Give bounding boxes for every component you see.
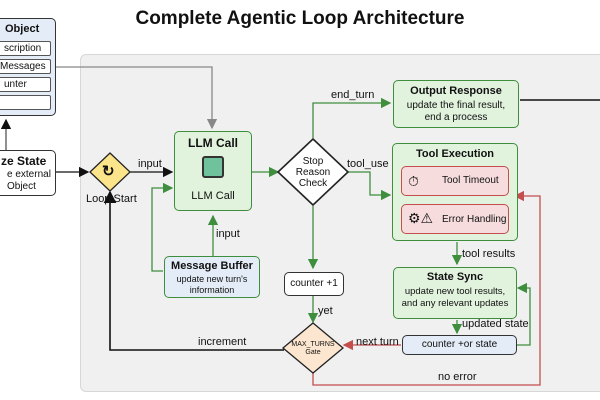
loop-start-diamond [89,152,131,192]
loop-icon: ↻ [102,163,115,180]
chip-icon [202,156,224,178]
edge-label-next-turn: next turn [356,336,399,348]
output-response-box: Output Response update the final result,… [393,80,519,128]
stopwatch-icon: ⏱ [408,173,419,189]
edge-label-end-turn: end_turn [331,89,375,101]
edge-label-input: input [216,228,240,240]
counter-state-box: counter +or state [402,335,517,355]
object-field: scription [0,41,51,56]
edge-label-no-error: no error [438,371,477,383]
tool-execution-box: Tool Execution ⏱ Tool Timeout ⚙⚠ Error H… [392,143,518,241]
no-error-edge [312,190,541,386]
object-field: Messages [0,59,51,74]
gate-diamond [281,322,345,374]
object-field: unter [0,77,51,92]
llm-call-box: LLM Call LLM Call [174,131,252,211]
object-to-llm-edge [56,66,218,130]
message-buffer-box: Message Buffer update new turn's informa… [164,256,260,298]
object-field [0,95,51,110]
tool-use-edge [347,171,392,201]
stop-check-text: Stop Reason Check [295,156,331,189]
error-handling-box: ⚙⚠ Error Handling [401,204,509,234]
init-state-box: ze State e external Object [0,150,56,196]
edge-label-input: input [138,158,162,170]
wrench-warning-icon: ⚙⚠ [408,210,434,226]
counter-plus-box: counter +1 [284,272,344,296]
edge-label-updated-state: updated state [462,318,529,330]
object-title: Object [5,23,40,35]
diagram-title: Complete Agentic Loop Architecture [135,8,465,29]
end-turn-edge [312,97,392,138]
tool-timeout-box: ⏱ Tool Timeout [401,166,509,196]
buffer-feed-edge [151,182,174,272]
state-sync-box: State Sync update new tool results, and … [393,267,517,319]
loop-start-label: Loop Start [86,193,137,205]
object-box: Object scription Messages unter [0,18,56,116]
edge-label-increment: increment [198,336,247,348]
increment-edge [103,190,284,351]
edge-label-tool-use: tool_use [347,158,389,170]
edge-label-yet: yet [318,305,333,317]
stop-check-diamond [276,137,350,207]
edge-label-tool-results: tool results [462,248,516,260]
counter-state-feedback-edge [516,282,531,346]
gate-text: MAX_TURNS Gate [291,341,335,356]
